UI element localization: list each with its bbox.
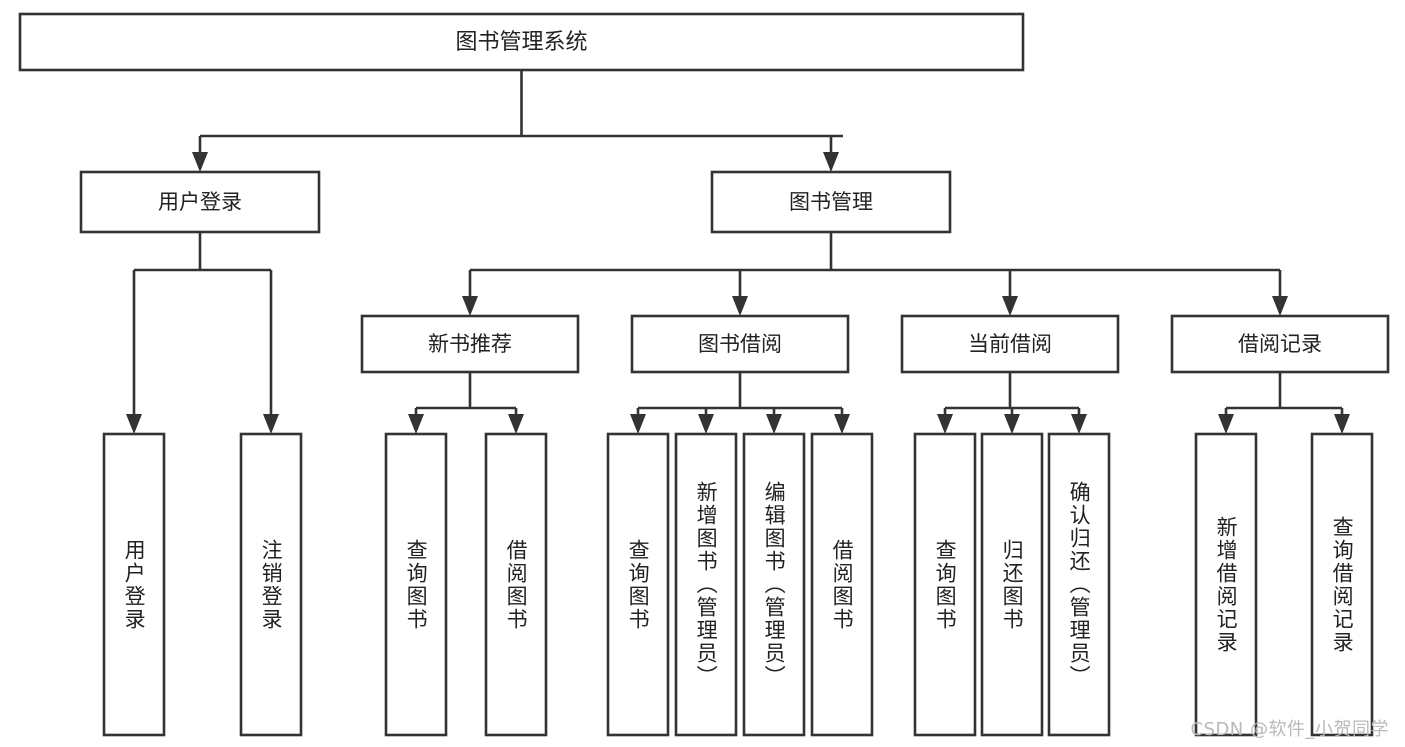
arrow-head-icon	[630, 414, 646, 434]
node-box-book-manage[interactable]	[710, 170, 952, 234]
node-box-leaf-user-login[interactable]	[102, 432, 166, 737]
arrow-head-icon	[1071, 414, 1087, 434]
node-box-leaf-add-book[interactable]	[674, 432, 738, 737]
arrow-heads-group	[126, 152, 1350, 434]
node-box-leaf-return-book[interactable]	[980, 432, 1044, 737]
arrow-head-icon	[732, 296, 748, 316]
arrow-head-icon	[834, 414, 850, 434]
node-box-root[interactable]	[18, 12, 1025, 72]
node-box-leaf-edit-book[interactable]	[742, 432, 806, 737]
arrow-head-icon	[508, 414, 524, 434]
arrow-head-icon	[1272, 296, 1288, 316]
arrow-head-icon	[408, 414, 424, 434]
node-label-user-login: 用户登录	[158, 190, 242, 214]
node-label-book-manage: 图书管理	[789, 190, 873, 214]
node-label-book-borrow: 图书借阅	[698, 332, 782, 356]
arrow-head-icon	[1218, 414, 1234, 434]
arrow-head-icon	[937, 414, 953, 434]
node-box-new-book-recommend[interactable]	[360, 314, 580, 374]
arrow-head-icon	[192, 152, 208, 172]
node-label-new-book-recommend: 新书推荐	[428, 332, 512, 356]
node-box-leaf-borrow-book-2[interactable]	[810, 432, 874, 737]
node-box-book-borrow[interactable]	[630, 314, 850, 374]
node-boxes-group	[18, 12, 1390, 737]
arrow-head-icon	[462, 296, 478, 316]
node-box-leaf-borrow-book-1[interactable]	[484, 432, 548, 737]
node-box-user-login[interactable]	[79, 170, 321, 234]
arrow-head-icon	[126, 414, 142, 434]
arrow-head-icon	[1004, 414, 1020, 434]
node-label-root: 图书管理系统	[455, 30, 587, 55]
node-box-current-borrow[interactable]	[900, 314, 1120, 374]
node-box-leaf-query-book-1[interactable]	[384, 432, 448, 737]
arrow-head-icon	[823, 152, 839, 172]
arrow-head-icon	[1002, 296, 1018, 316]
arrow-head-icon	[766, 414, 782, 434]
node-box-leaf-query-book-3[interactable]	[913, 432, 977, 737]
node-box-leaf-add-record[interactable]	[1194, 432, 1258, 737]
node-box-leaf-confirm-return[interactable]	[1047, 432, 1111, 737]
node-box-leaf-query-book-2[interactable]	[606, 432, 670, 737]
watermark-text: CSDN @软件_小贺同学	[1190, 719, 1389, 740]
arrow-head-icon	[1334, 414, 1350, 434]
node-box-leaf-query-record[interactable]	[1310, 432, 1374, 737]
node-label-borrow-record: 借阅记录	[1238, 332, 1322, 356]
arrow-head-icon	[698, 414, 714, 434]
node-box-borrow-record[interactable]	[1170, 314, 1390, 374]
arrow-head-icon	[263, 414, 279, 434]
node-label-current-borrow: 当前借阅	[968, 332, 1052, 356]
node-box-leaf-logout[interactable]	[239, 432, 303, 737]
